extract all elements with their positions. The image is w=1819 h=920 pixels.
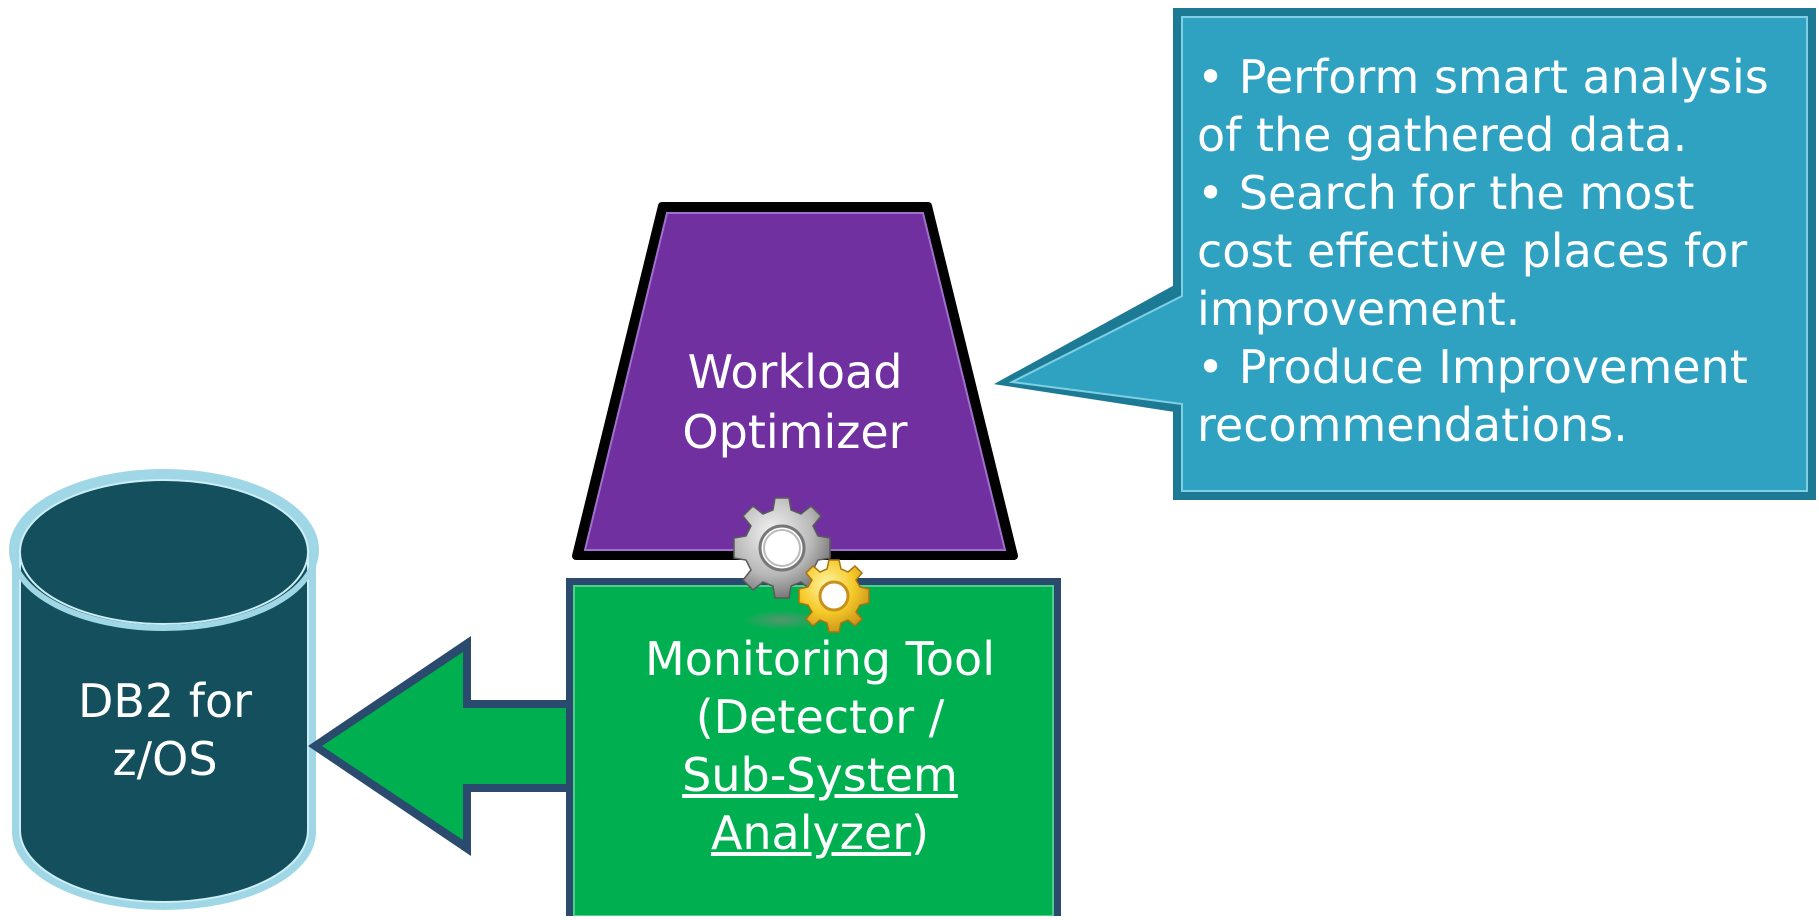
monitor-label-line4: Analyzer) <box>590 804 1050 862</box>
monitoring-tool-box <box>566 578 1061 918</box>
db2-label: DB2 for z/OS <box>40 672 290 788</box>
db2-label-line2: z/OS <box>112 732 218 786</box>
callout-line-3: • Search for the most <box>1197 166 1695 220</box>
callout-bubble <box>993 8 1816 500</box>
callout-text: • Perform smart analysis of the gathered… <box>1197 48 1797 454</box>
callout-line-5: improvement. <box>1197 282 1521 336</box>
sub-system-analyzer-link-part1[interactable]: Sub-System <box>682 748 958 802</box>
monitor-label-line1: Monitoring Tool <box>645 632 995 686</box>
monitor-label-line2: (Detector / <box>695 690 945 744</box>
workload-optimizer-shape <box>572 202 1018 560</box>
callout-line-2: of the gathered data. <box>1197 108 1688 162</box>
callout-line-4: cost effective places for <box>1197 224 1748 278</box>
callout-line-6: • Produce Improvement <box>1197 340 1748 394</box>
sub-system-analyzer-link-part2[interactable]: Analyzer <box>710 806 912 860</box>
callout-line-7: recommendations. <box>1197 398 1628 452</box>
db2-cylinder <box>9 469 319 910</box>
optimizer-label-line2: Optimizer <box>682 405 908 459</box>
optimizer-label-line1: Workload <box>687 345 903 399</box>
monitor-label-close-paren: ) <box>911 806 930 860</box>
arrow-to-db <box>308 636 600 856</box>
db2-label-line1: DB2 for <box>77 674 253 728</box>
monitoring-tool-label: Monitoring Tool (Detector / Sub-System A… <box>590 630 1050 862</box>
gears-icon <box>733 497 870 633</box>
callout-line-1: • Perform smart analysis <box>1197 50 1769 104</box>
workload-optimizer-label: Workload Optimizer <box>640 342 950 462</box>
